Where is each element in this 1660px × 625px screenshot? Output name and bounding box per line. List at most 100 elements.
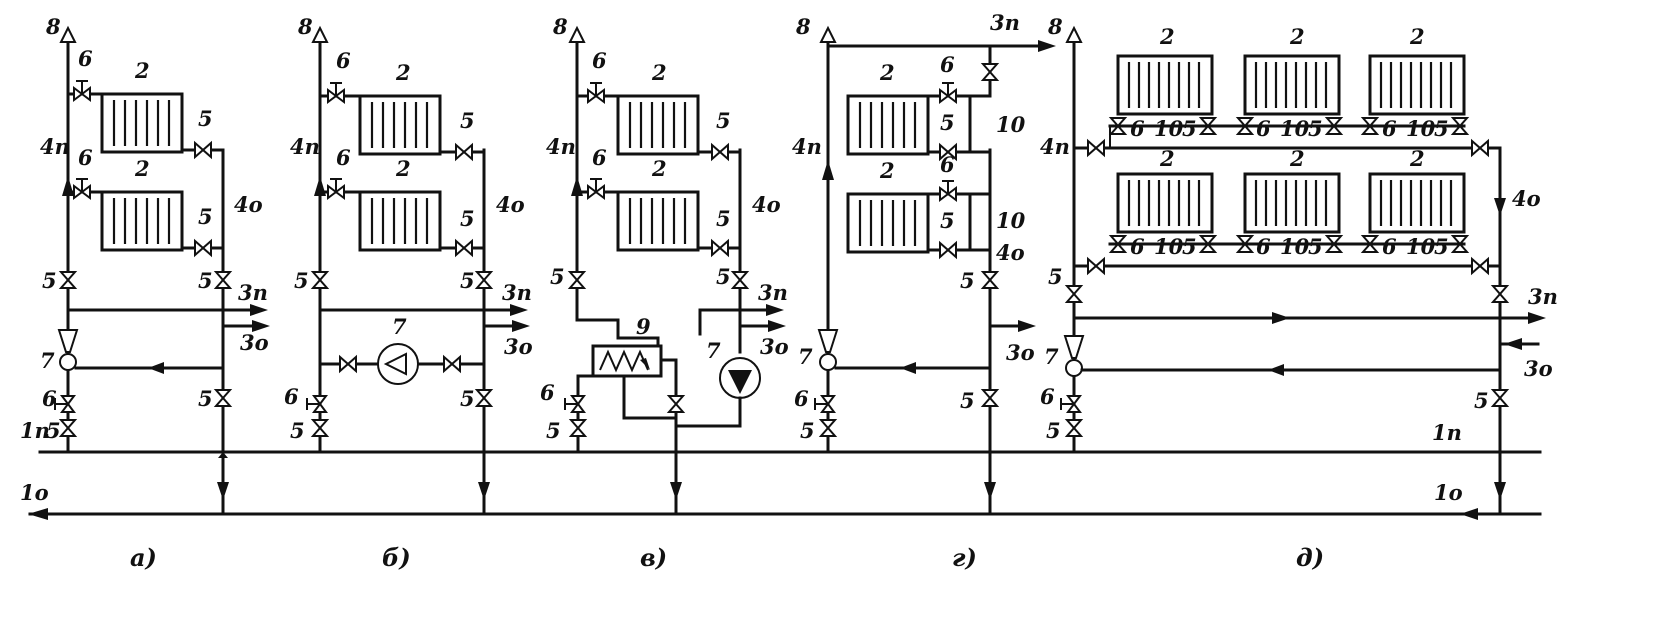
caption-v: в) — [640, 543, 667, 572]
label-return-valve: 5 — [198, 268, 213, 293]
label-return-valve: 5 — [290, 418, 305, 443]
label-radiator: 2 — [1159, 146, 1175, 171]
label-supply-valve: 6 — [336, 48, 351, 73]
label-main-return: 1о — [20, 480, 49, 505]
label-return-valve: 5 — [1182, 116, 1197, 141]
label-bypass: 10 — [1154, 234, 1184, 259]
main-return-line — [28, 508, 1542, 520]
label-return-valve: 5 — [550, 264, 565, 289]
label-mixer: 7 — [40, 348, 55, 373]
label-radiator: 2 — [1409, 146, 1425, 171]
scheme-b — [306, 27, 530, 516]
label-return-valve: 5 — [460, 386, 475, 411]
label-riser-return: 4о — [496, 192, 525, 217]
label-return-valve: 5 — [940, 110, 955, 135]
label-riser-supply: 4п — [792, 134, 822, 159]
label-radiator: 2 — [395, 60, 411, 85]
label-mixer: 7 — [798, 344, 813, 369]
label-return-valve: 5 — [460, 268, 475, 293]
label-return-valve: 5 — [1308, 234, 1323, 259]
label-local-return: 3о — [240, 330, 269, 355]
label-mixer: 7 — [392, 314, 407, 339]
label-main-supply: 1п — [1432, 420, 1462, 445]
label-bypass: 10 — [1280, 234, 1310, 259]
label-bypass: 10 — [996, 112, 1026, 137]
scheme-d — [1060, 27, 1546, 516]
label-supply-valve: 6 — [42, 386, 57, 411]
label-return-valve: 5 — [1434, 234, 1449, 259]
label-riser-supply: 4п — [546, 134, 576, 159]
label-supply-valve: 6 — [78, 145, 93, 170]
label-bypass: 10 — [996, 208, 1026, 233]
label-return-valve: 5 — [940, 208, 955, 233]
label-supply-valve: 6 — [940, 152, 955, 177]
caption-g: г) — [952, 543, 977, 572]
label-return-valve: 5 — [716, 108, 731, 133]
label-radiator: 2 — [1159, 24, 1175, 49]
label-supply-valve: 6 — [1130, 116, 1145, 141]
label-local-return: 3о — [1524, 356, 1553, 381]
label-radiator: 2 — [1289, 24, 1305, 49]
label-vent: 8 — [1047, 14, 1063, 39]
label-exchanger: 9 — [636, 314, 651, 339]
label-riser-return: 4о — [234, 192, 263, 217]
label-supply-valve: 6 — [284, 384, 299, 409]
label-radiator: 2 — [1409, 24, 1425, 49]
caption-b: б) — [382, 543, 411, 572]
label-local-supply: 3п — [1528, 284, 1558, 309]
label-radiator: 2 — [395, 156, 411, 181]
label-return-valve: 5 — [198, 204, 213, 229]
label-main-return: 1о — [1434, 480, 1463, 505]
label-bypass: 10 — [1154, 116, 1184, 141]
label-return-valve: 5 — [1046, 418, 1061, 443]
label-return-valve: 5 — [1048, 264, 1063, 289]
label-supply-valve: 6 — [78, 46, 93, 71]
label-supply-valve: 6 — [1382, 234, 1397, 259]
label-return-valve: 5 — [1182, 234, 1197, 259]
label-local-return: 3о — [504, 334, 533, 359]
label-local-supply: 3п — [238, 280, 268, 305]
label-local-supply: 3п — [758, 280, 788, 305]
label-radiator: 2 — [134, 58, 150, 83]
label-mixer: 7 — [706, 338, 721, 363]
label-supply-valve: 6 — [1040, 384, 1055, 409]
label-return-valve: 5 — [1474, 388, 1489, 413]
label-local-return: 3о — [760, 334, 789, 359]
label-radiator: 2 — [134, 156, 150, 181]
label-local-supply: 3п — [990, 10, 1020, 35]
label-supply-valve: 6 — [540, 380, 555, 405]
label-supply-valve: 6 — [1256, 234, 1271, 259]
label-radiator: 2 — [651, 60, 667, 85]
label-return-valve: 5 — [1308, 116, 1323, 141]
label-return-valve: 5 — [546, 418, 561, 443]
label-return-valve: 5 — [716, 206, 731, 231]
label-riser-supply: 4п — [40, 134, 70, 159]
scheme-a — [54, 27, 270, 516]
label-riser-supply: 4п — [1040, 134, 1070, 159]
label-return-valve: 5 — [800, 418, 815, 443]
label-return-valve: 5 — [716, 264, 731, 289]
label-return-valve: 5 — [42, 268, 57, 293]
label-riser-return: 4о — [752, 192, 781, 217]
label-main-supply: 1п — [20, 418, 50, 443]
label-return-valve: 5 — [1434, 116, 1449, 141]
label-return-valve: 5 — [460, 206, 475, 231]
label-supply-valve: 6 — [940, 52, 955, 77]
label-return-valve: 5 — [960, 388, 975, 413]
label-bypass: 10 — [1280, 116, 1310, 141]
label-vent: 8 — [297, 14, 313, 39]
label-return-valve: 5 — [460, 108, 475, 133]
label-supply-valve: 6 — [1130, 234, 1145, 259]
label-supply-valve: 6 — [1256, 116, 1271, 141]
label-radiator: 2 — [879, 60, 895, 85]
caption-d: д) — [1296, 543, 1324, 572]
scheme-g — [814, 27, 1056, 516]
label-vent: 8 — [552, 14, 568, 39]
label-vent: 8 — [45, 14, 61, 39]
label-radiator: 2 — [1289, 146, 1305, 171]
label-riser-supply: 4п — [290, 134, 320, 159]
label-riser-return: 4о — [996, 240, 1025, 265]
label-return-valve: 5 — [960, 268, 975, 293]
